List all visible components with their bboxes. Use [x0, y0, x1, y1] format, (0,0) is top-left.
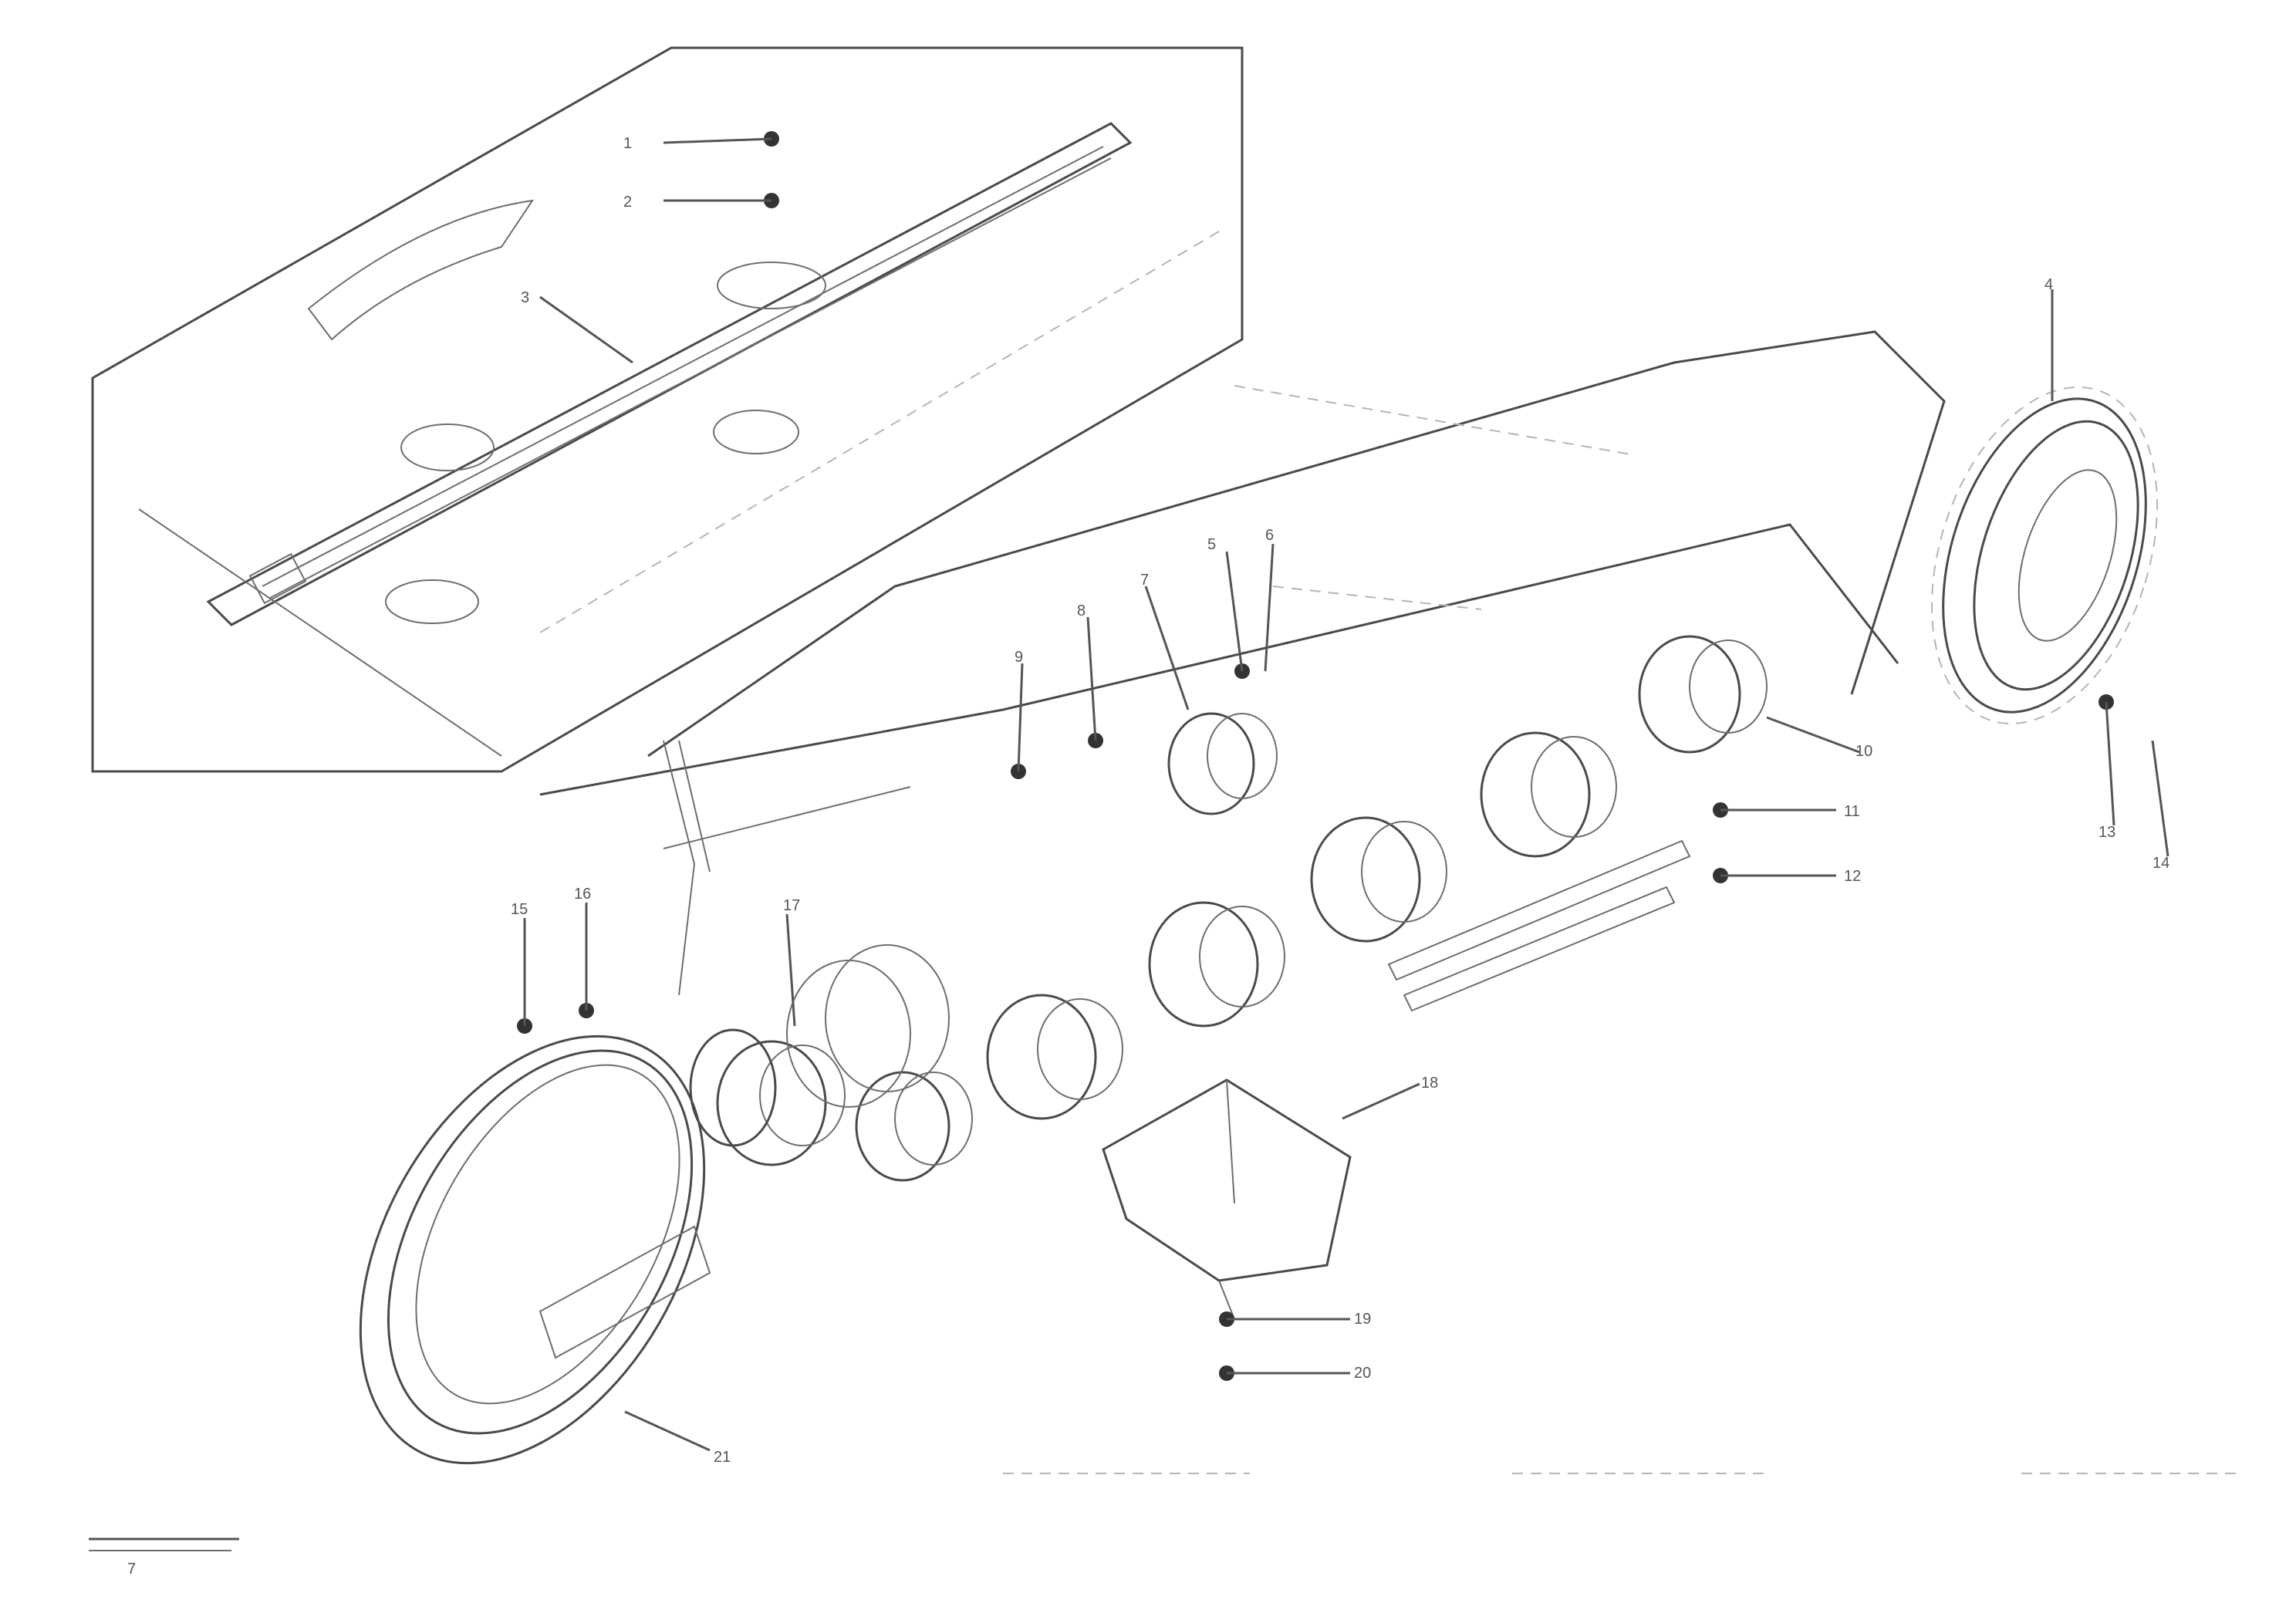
inset-mounting-hole — [385, 579, 479, 624]
callout-label: 4 — [2044, 276, 2053, 293]
track-roller — [986, 994, 1123, 1120]
callout-label: 21 — [714, 1449, 731, 1466]
callout-label: 15 — [511, 901, 528, 918]
track-guard-bracket — [1102, 1078, 1352, 1320]
idler-wheel — [359, 1034, 711, 1465]
roller-stack — [689, 944, 950, 1147]
track-roller — [855, 1071, 973, 1182]
leader-lines — [523, 137, 2169, 1452]
callout-label: 9 — [1015, 649, 1023, 666]
callout-label: 20 — [1354, 1365, 1371, 1382]
track-chain-strip — [1387, 839, 1691, 1012]
track-roller — [1148, 901, 1285, 1028]
callout-labels: 1 2 3 4 5 6 7 8 9 10 11 12 13 14 15 16 1… — [511, 135, 2169, 1466]
callout-label: 17 — [783, 897, 800, 914]
inset-mounting-hole — [717, 262, 826, 309]
track-roller — [1480, 731, 1617, 858]
track-frame — [539, 330, 1946, 996]
callout-label: 3 — [521, 289, 529, 306]
inset-mounting-hole — [400, 424, 495, 471]
figure-id-block: 7 — [89, 1537, 239, 1578]
callout-label: 6 — [1265, 527, 1274, 544]
callout-label: 16 — [574, 886, 591, 903]
callout-label: 10 — [1855, 743, 1872, 760]
track-roller — [716, 1040, 846, 1166]
callout-label: 1 — [623, 135, 632, 152]
callout-label: 2 — [623, 194, 632, 211]
callout-label: 14 — [2152, 855, 2169, 872]
callout-label: 8 — [1077, 602, 1086, 619]
figure-id: 7 — [127, 1561, 136, 1578]
callout-label: 12 — [1844, 868, 1861, 885]
callout-label: 18 — [1421, 1075, 1438, 1092]
carrier-roller — [1167, 712, 1278, 815]
callout-label: 7 — [1140, 572, 1149, 589]
track-guard-rail — [206, 122, 1133, 626]
callout-label: 11 — [1844, 803, 1860, 820]
track-rollers — [689, 635, 1768, 1182]
callout-label: 19 — [1354, 1311, 1371, 1328]
inset-mounting-hole — [713, 410, 799, 454]
track-roller — [1310, 816, 1447, 943]
callout-label: 13 — [2098, 824, 2115, 841]
sprocket-wheel — [1930, 386, 2159, 725]
callout-label: 5 — [1207, 536, 1216, 553]
inset-detail-panel — [91, 46, 1244, 773]
track-roller — [1638, 635, 1768, 754]
